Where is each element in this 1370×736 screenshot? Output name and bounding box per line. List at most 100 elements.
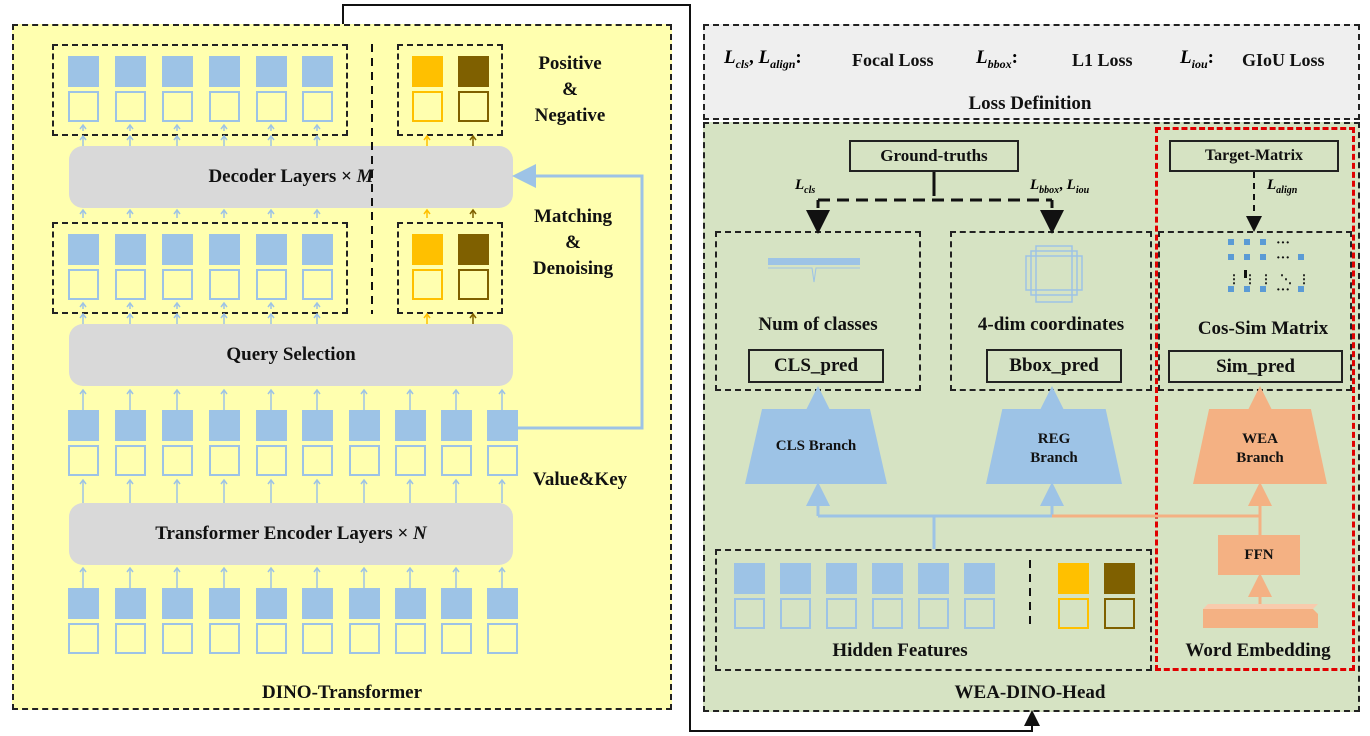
wea-branch	[1193, 409, 1327, 484]
input-token-square-filled	[256, 588, 287, 619]
wea-dino-head-title: WEA-DINO-Head	[954, 682, 1106, 703]
query-square-outline	[162, 269, 193, 300]
reg-branch-label-1: REG	[1037, 431, 1071, 447]
query-square-outline	[68, 269, 99, 300]
bbox-iou-loss-arrow-label: Lbbox, Liou	[1030, 177, 1090, 196]
query-square-filled	[162, 234, 193, 265]
query-square-outline	[209, 91, 240, 122]
query-square-filled	[68, 56, 99, 87]
memory-square-outline	[395, 445, 426, 476]
memory-square-outline	[115, 445, 146, 476]
query-square-outline	[256, 91, 287, 122]
input-token-square-outline	[302, 623, 333, 654]
query-square-outline	[209, 269, 240, 300]
positive-query-square-outline	[412, 269, 443, 300]
num-classes-label: Num of classes	[758, 314, 878, 335]
query-square-filled	[256, 56, 287, 87]
memory-square-filled	[162, 410, 193, 441]
memory-square-outline	[487, 445, 518, 476]
negative-query-square-filled	[458, 234, 489, 265]
input-token-square-filled	[395, 588, 426, 619]
cls-align-loss-symbol: Lcls, Lalign:	[724, 47, 802, 71]
input-token-square-outline	[68, 623, 99, 654]
denoising-label: Denoising	[532, 258, 614, 279]
cls-loss-arrow-label: Lcls	[795, 177, 816, 196]
query-square-filled	[68, 234, 99, 265]
query-square-outline	[115, 269, 146, 300]
reg-branch-label-2: Branch	[1030, 450, 1078, 466]
hidden-positive-square-filled	[1058, 563, 1089, 594]
memory-square-outline	[68, 445, 99, 476]
iou-loss-symbol: Liou:	[1180, 47, 1214, 71]
input-token-square-filled	[487, 588, 518, 619]
memory-square-outline	[209, 445, 240, 476]
encoder-layers-label: Transformer Encoder Layers ×	[155, 523, 409, 544]
ground-truths-box: Ground-truths	[849, 140, 1019, 172]
hidden-feature-square-filled	[872, 563, 903, 594]
positive-query-square-filled	[412, 56, 443, 87]
hidden-positive-square-outline	[1058, 598, 1089, 629]
negative-label: Negative	[534, 105, 606, 126]
query-square-filled	[162, 56, 193, 87]
query-square-filled	[115, 56, 146, 87]
hidden-feature-square-outline	[826, 598, 857, 629]
negative-query-square-outline	[458, 91, 489, 122]
input-token-square-filled	[162, 588, 193, 619]
memory-square-filled	[209, 410, 240, 441]
bbox-loss-symbol: Lbbox:	[976, 47, 1018, 71]
value-key-label: Value&Key	[532, 469, 628, 490]
negative-query-square-outline	[458, 269, 489, 300]
wea-branch-label-2: Branch	[1236, 450, 1284, 466]
input-token-square-filled	[302, 588, 333, 619]
target-matrix-box: Target-Matrix	[1169, 140, 1339, 172]
wea-branch-label-1: WEA	[1242, 431, 1278, 447]
input-token-square-outline	[395, 623, 426, 654]
query-selection: Query Selection	[69, 324, 513, 386]
matching-label: Matching	[533, 206, 613, 227]
hidden-negative-square-filled	[1104, 563, 1135, 594]
memory-square-filled	[487, 410, 518, 441]
input-token-square-outline	[349, 623, 380, 654]
hidden-feature-square-outline	[780, 598, 811, 629]
memory-square-outline	[349, 445, 380, 476]
memory-square-filled	[68, 410, 99, 441]
hidden-feature-square-filled	[964, 563, 995, 594]
cos-sim-label: Cos-Sim Matrix	[1197, 318, 1329, 339]
giou-loss-label: GIoU Loss	[1242, 50, 1325, 70]
input-token-square-outline	[487, 623, 518, 654]
encoder-layers-var: N	[413, 523, 427, 544]
hidden-feature-square-outline	[872, 598, 903, 629]
query-selection-label: Query Selection	[226, 344, 356, 365]
hidden-feature-square-filled	[826, 563, 857, 594]
query-square-outline	[115, 91, 146, 122]
memory-square-outline	[256, 445, 287, 476]
query-square-outline	[302, 91, 333, 122]
query-square-outline	[256, 269, 287, 300]
decoder-layers: Decoder Layers × M	[69, 146, 513, 208]
query-square-filled	[115, 234, 146, 265]
negative-query-square-filled	[458, 56, 489, 87]
memory-square-filled	[256, 410, 287, 441]
align-loss-arrow-label: Lalign	[1267, 177, 1298, 196]
cls-branch-label: CLS Branch	[775, 438, 857, 454]
query-square-outline	[68, 91, 99, 122]
word-embedding-label: Word Embedding	[1185, 640, 1331, 661]
wea-region	[1155, 127, 1355, 671]
input-token-square-filled	[441, 588, 472, 619]
matching-amp-label: &	[565, 232, 581, 253]
input-token-square-filled	[349, 588, 380, 619]
query-square-filled	[302, 234, 333, 265]
hidden-negative-square-outline	[1104, 598, 1135, 629]
input-token-square-filled	[209, 588, 240, 619]
positive-query-square-filled	[412, 234, 443, 265]
cls-pred-box: CLS_pred	[748, 349, 884, 383]
input-token-square-outline	[209, 623, 240, 654]
l1-loss-label: L1 Loss	[1072, 50, 1133, 70]
positive-amp-label: &	[562, 79, 578, 100]
query-square-filled	[302, 56, 333, 87]
decoder-layers-label: Decoder Layers ×	[208, 166, 352, 187]
decoder-layers-var: M	[356, 166, 374, 187]
input-token-square-outline	[162, 623, 193, 654]
input-token-square-outline	[256, 623, 287, 654]
hidden-feature-square-outline	[964, 598, 995, 629]
